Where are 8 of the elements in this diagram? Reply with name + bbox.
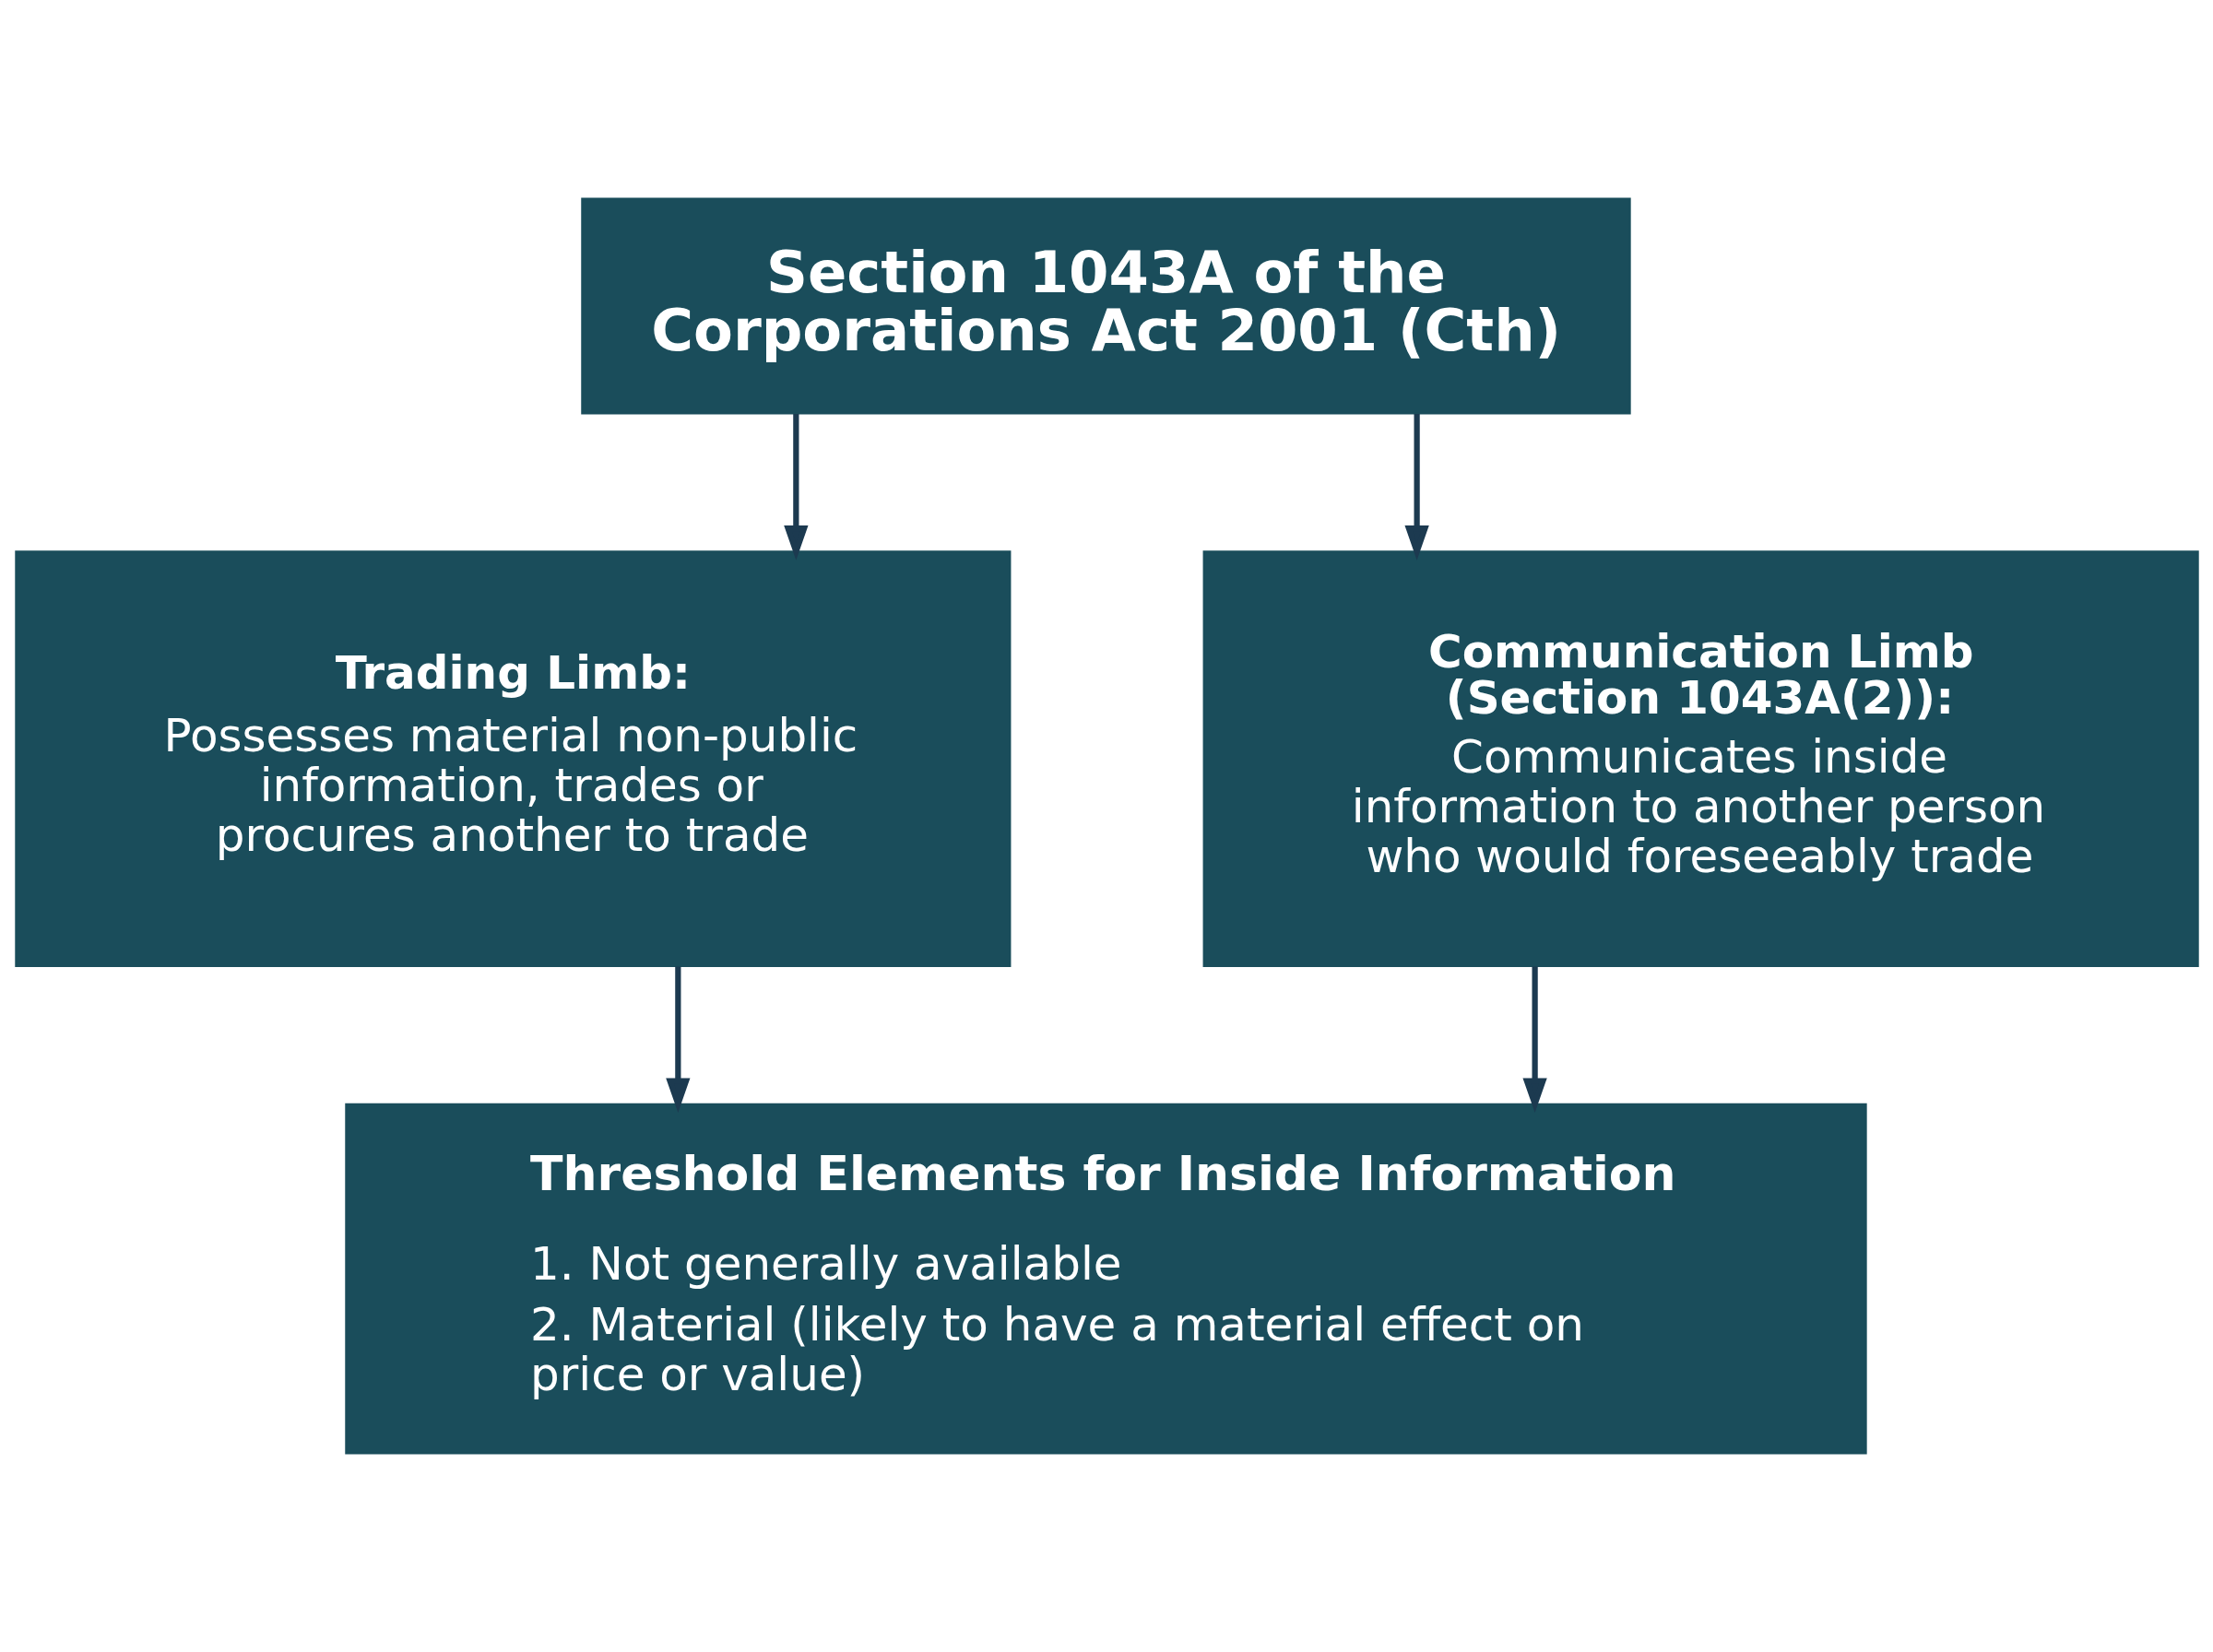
node-box: Threshold Elements for Inside Information 1. Not generally available 2. Material (likely to have a material effect on price or value) [344, 1103, 1867, 1455]
arrow [665, 966, 690, 1113]
node-box: Trading Limb: Possesses material non-public information, trades or procures another to trade [14, 550, 1011, 967]
arrow [1521, 966, 1547, 1113]
node-box: Communication Limb (Section 1043A(2)): Communicates inside information to another person who would foreseeably trade [1202, 550, 2199, 967]
arrow [1404, 414, 1429, 560]
node-box: Section 1043A of the Corporations Act 2001 (Cth) [580, 197, 1631, 415]
arrow [783, 414, 808, 560]
